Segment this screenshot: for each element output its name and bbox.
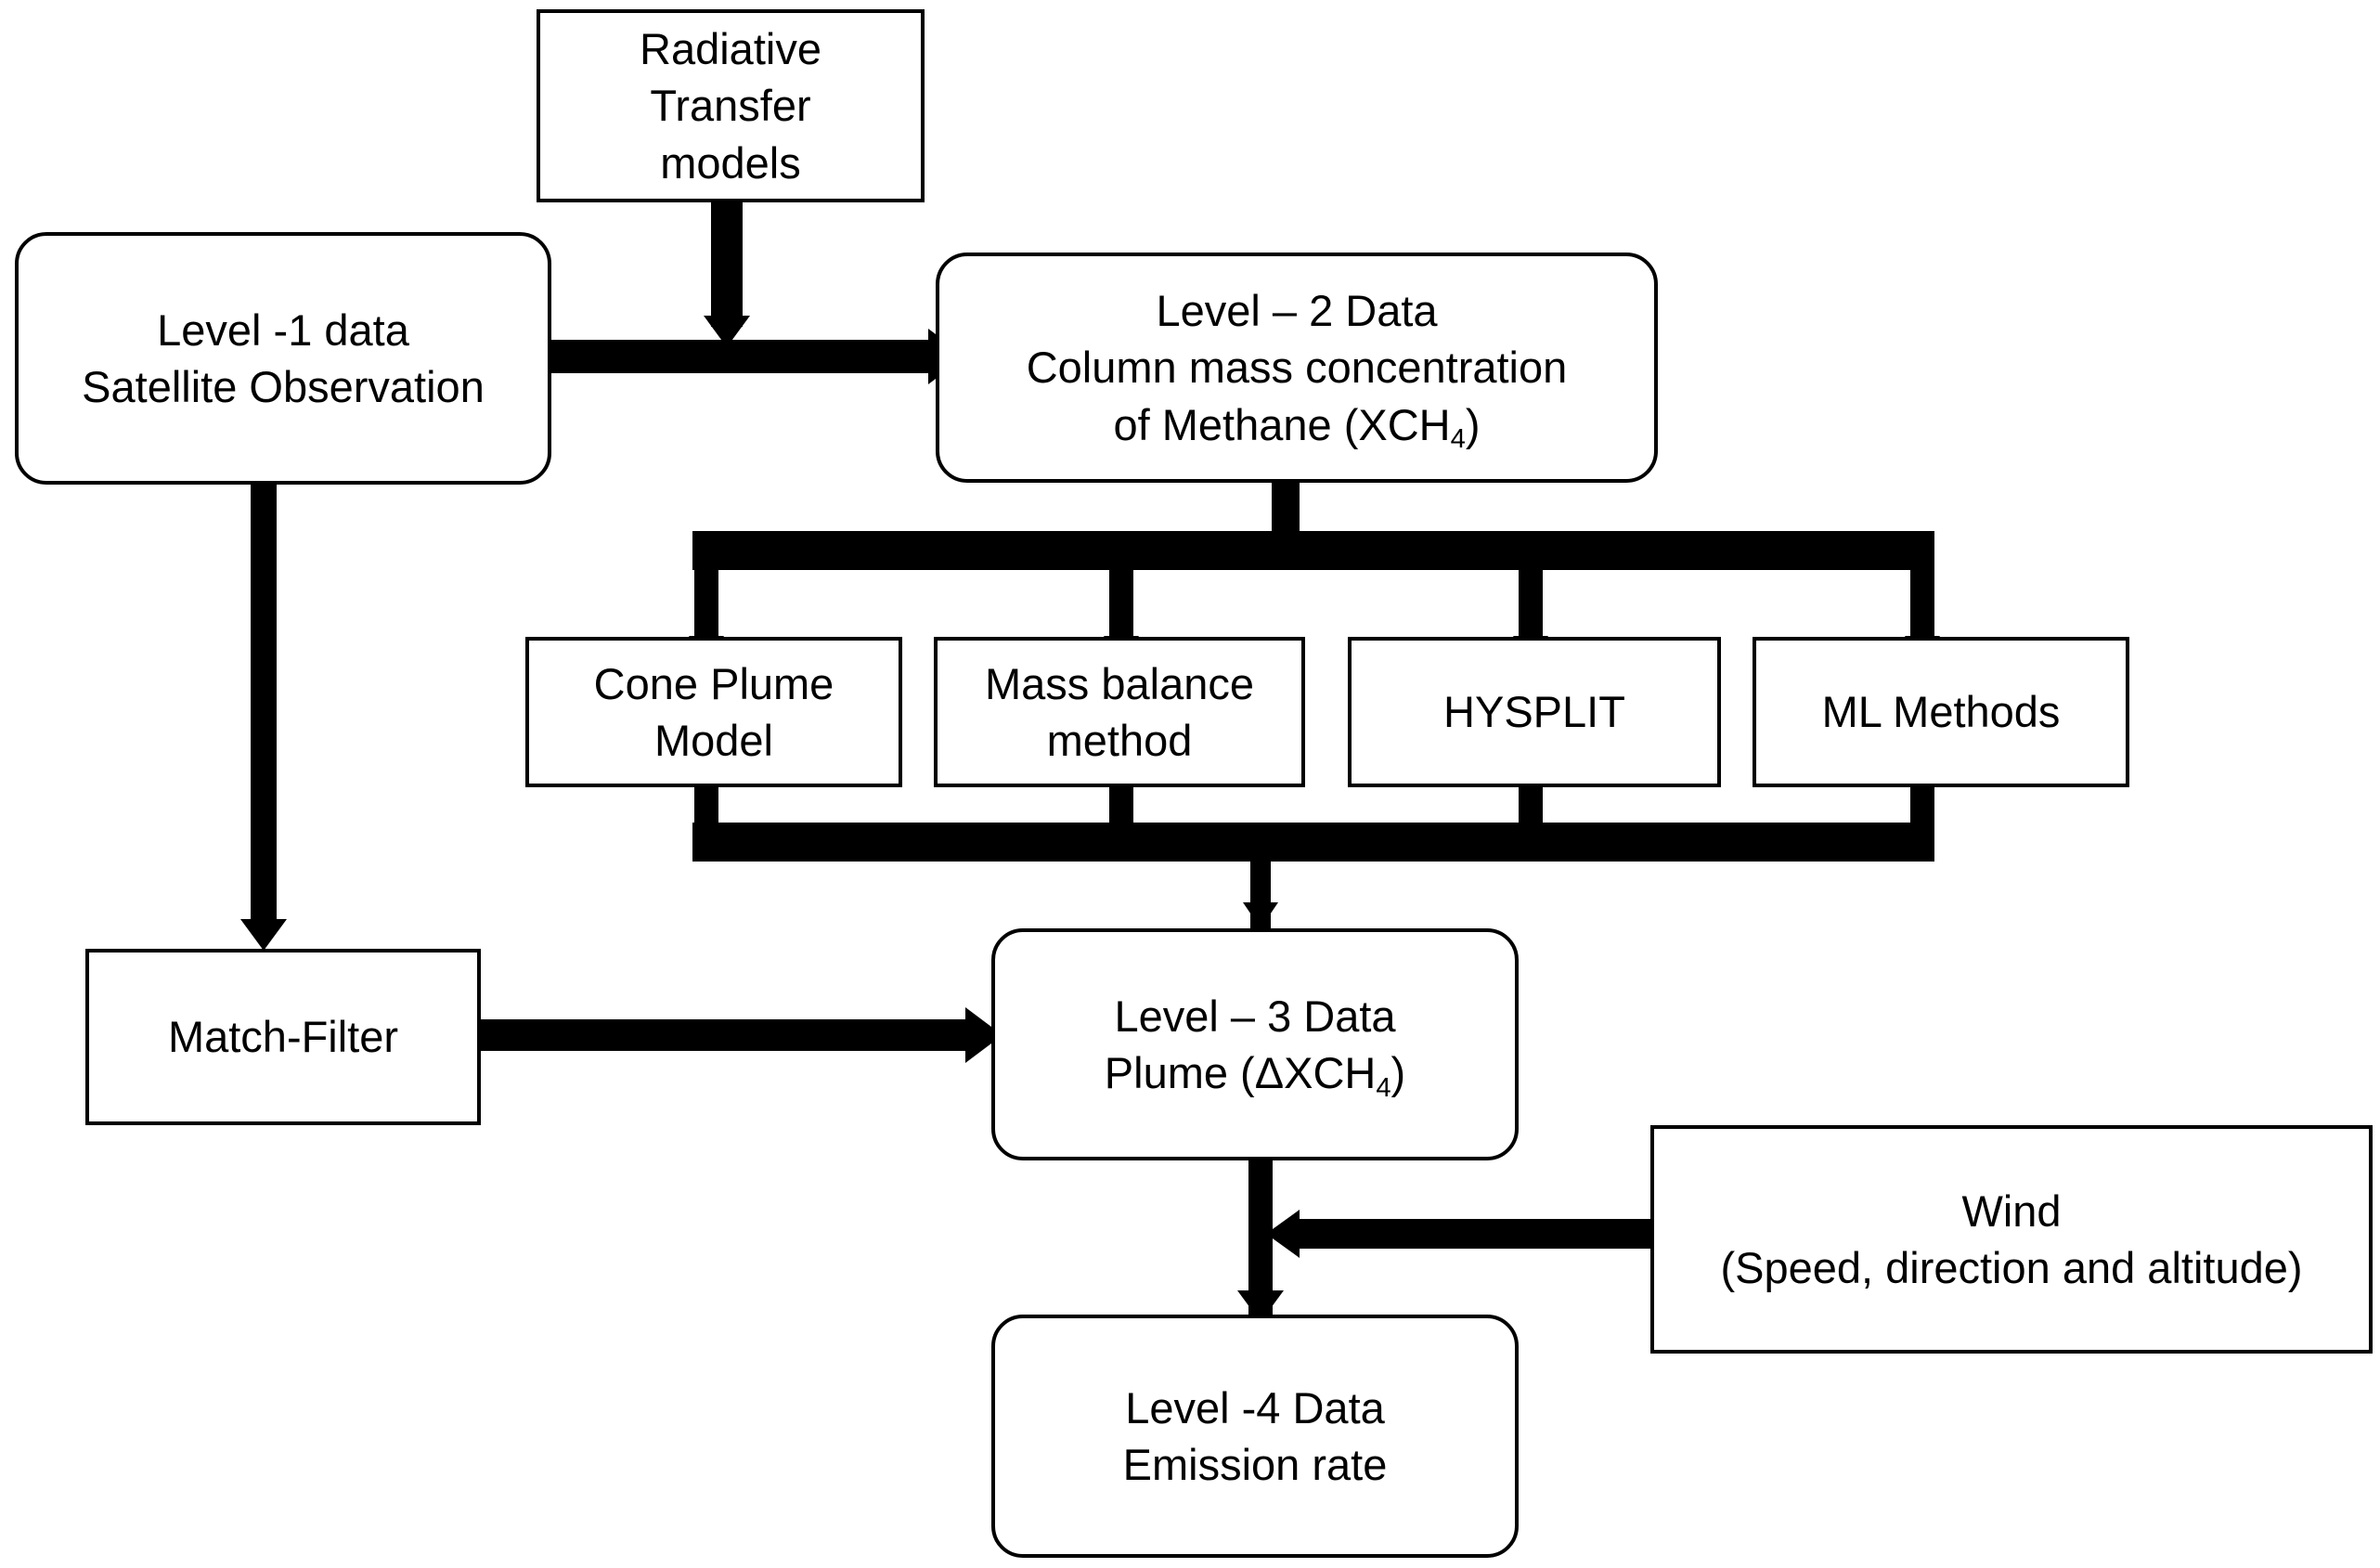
level-3-data-line-2: Plume (ΔXCH4) bbox=[1104, 1044, 1406, 1103]
node-ml-methods[interactable]: ML Methods bbox=[1753, 637, 2129, 787]
edge-level1-to-match-filter-shaft bbox=[251, 483, 277, 928]
level-4-data-line-2: Emission rate bbox=[1122, 1440, 1388, 1489]
node-wind[interactable]: Wind (Speed, direction and altitude) bbox=[1650, 1125, 2373, 1354]
edge-wind-to-level4-shaft bbox=[1300, 1219, 1652, 1249]
level-2-data-line-1: Level – 2 Data bbox=[1156, 286, 1438, 336]
ml-methods-line-1: ML Methods bbox=[1821, 687, 2061, 737]
level-2-data-line-3: of Methane (XCH4) bbox=[1113, 396, 1481, 455]
edge-level2-to-ml-methods-shaft bbox=[1910, 566, 1934, 642]
wind-line-2: (Speed, direction and altitude) bbox=[1720, 1243, 2303, 1292]
wind-line-1: Wind bbox=[1961, 1186, 2062, 1236]
radiative-transfer-models-line-3: models bbox=[660, 137, 801, 188]
node-level-1-data[interactable]: Level -1 data Satellite Observation bbox=[15, 232, 551, 485]
node-match-filter[interactable]: Match-Filter bbox=[85, 949, 481, 1125]
hysplit-line-1: HYSPLIT bbox=[1443, 687, 1625, 737]
node-level-2-data[interactable]: Level – 2 Data Column mass concentration… bbox=[936, 253, 1658, 483]
edge-level1-to-match-filter-arrowhead bbox=[240, 919, 287, 951]
edge-level2-to-mass-balance-shaft bbox=[1109, 566, 1133, 642]
level-2-data-line-3-pre: of Methane (XCH bbox=[1113, 399, 1451, 449]
level-3-data-line-1: Level – 3 Data bbox=[1114, 991, 1396, 1041]
edge-wind-to-level4-arrowhead bbox=[1266, 1210, 1300, 1258]
level-3-data-line-2-post: ) bbox=[1390, 1048, 1406, 1097]
edge-level2-to-cone-plume-shaft bbox=[694, 566, 718, 642]
edge-methods-to-level3-arrowhead bbox=[1243, 902, 1278, 928]
node-level-3-data[interactable]: Level – 3 Data Plume (ΔXCH4) bbox=[991, 928, 1519, 1160]
level-3-data-line-2-pre: Plume (ΔXCH bbox=[1104, 1048, 1377, 1097]
level-2-data-subscript: 4 bbox=[1450, 424, 1466, 455]
radiative-transfer-models-line-1: Radiative bbox=[640, 24, 821, 74]
node-radiative-transfer-models[interactable]: Radiative Transfer models bbox=[537, 9, 925, 202]
node-mass-balance-method[interactable]: Mass balance method bbox=[934, 637, 1305, 787]
edge-methods-merge-bar bbox=[692, 823, 1934, 862]
level-2-data-line-2: Column mass concentration bbox=[1026, 343, 1568, 393]
edge-rtm-to-level2-stem bbox=[711, 197, 743, 327]
mass-balance-method-line-2: method bbox=[1046, 716, 1193, 765]
mass-balance-method-line-1: Mass balance bbox=[985, 658, 1254, 708]
level-1-data-line-2: Satellite Observation bbox=[82, 362, 485, 411]
node-hysplit[interactable]: HYSPLIT bbox=[1348, 637, 1721, 787]
level-3-data-subscript: 4 bbox=[1376, 1072, 1391, 1103]
edge-rtm-to-level2-arrowhead bbox=[704, 316, 750, 347]
cone-plume-model-line-1: Cone Plume bbox=[593, 658, 834, 708]
edge-level2-to-hysplit-shaft bbox=[1519, 566, 1543, 642]
match-filter-line-1: Match-Filter bbox=[167, 1012, 399, 1062]
level-2-data-line-3-post: ) bbox=[1465, 399, 1481, 449]
node-level-4-data[interactable]: Level -4 Data Emission rate bbox=[991, 1315, 1519, 1558]
edge-level2-fanout-bar bbox=[692, 531, 1934, 570]
edge-match-filter-to-level3-shaft bbox=[473, 1019, 975, 1051]
cone-plume-model-line-2: Model bbox=[653, 716, 773, 765]
radiative-transfer-models-line-2: Transfer bbox=[650, 81, 811, 131]
level-4-data-line-1: Level -4 Data bbox=[1125, 1382, 1385, 1432]
level-1-data-line-1: Level -1 data bbox=[157, 305, 409, 355]
edge-level2-fanout-stem bbox=[1272, 473, 1300, 538]
node-cone-plume-model[interactable]: Cone Plume Model bbox=[525, 637, 902, 787]
